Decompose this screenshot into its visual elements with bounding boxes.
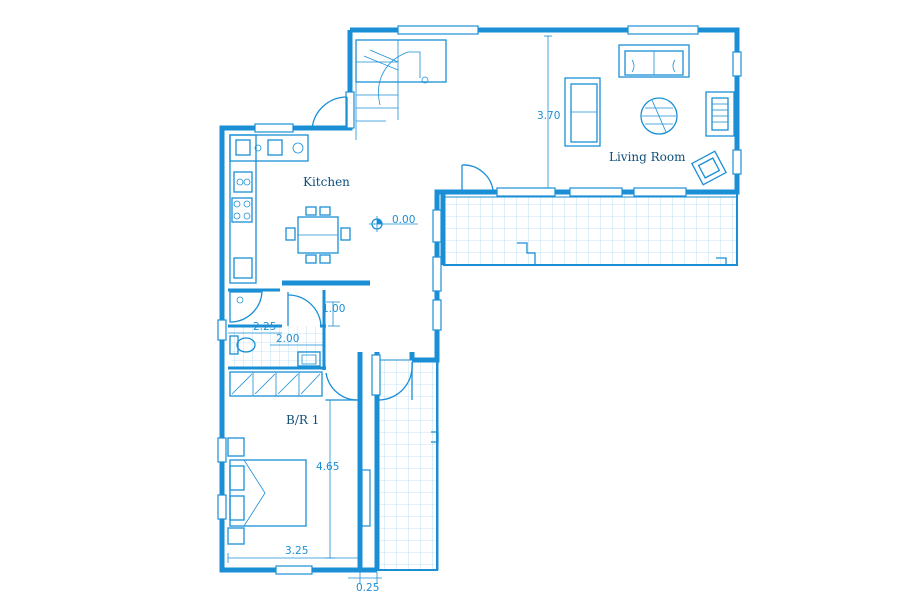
bathroom-floor	[232, 326, 324, 366]
walls	[219, 27, 740, 573]
armchair-sofa-icon	[564, 77, 601, 147]
dim-bedroom-width: 3.25	[285, 545, 308, 557]
living-room-label: Living Room	[609, 150, 686, 164]
armchair-icon	[691, 150, 727, 186]
kitchen-label: Kitchen	[303, 175, 350, 189]
dim-level: 0.00	[392, 214, 415, 226]
dim-bath-width: 2.25	[253, 321, 276, 333]
washbasin-icon	[297, 351, 321, 367]
dim-bedroom-length: 4.65	[316, 461, 339, 473]
dim-living-height: 3.70	[537, 110, 560, 122]
stove-icon	[231, 197, 253, 223]
round-table-icon	[640, 97, 678, 135]
bedroom-label: B/R 1	[286, 413, 319, 427]
sofa-icon	[618, 44, 690, 78]
sink-icon	[235, 139, 251, 156]
dim-bath-inner: 2.00	[276, 333, 299, 345]
windows	[217, 25, 742, 575]
terrace	[376, 196, 738, 571]
toilet-icon	[229, 335, 256, 355]
kitchen-counter	[229, 134, 309, 284]
wardrobe-icon	[229, 371, 323, 397]
dimension-lines	[227, 35, 552, 584]
level-marker-icon	[369, 216, 418, 232]
stair-icon	[355, 39, 447, 140]
dim-wall-thickness: 0.25	[356, 582, 379, 594]
shower-icon	[229, 291, 263, 323]
fireplace-icon	[705, 91, 735, 137]
dining-table-icon	[285, 206, 351, 264]
doors	[287, 96, 494, 401]
dim-bath-gap: 1.00	[322, 303, 345, 315]
bed-icon	[227, 437, 307, 545]
